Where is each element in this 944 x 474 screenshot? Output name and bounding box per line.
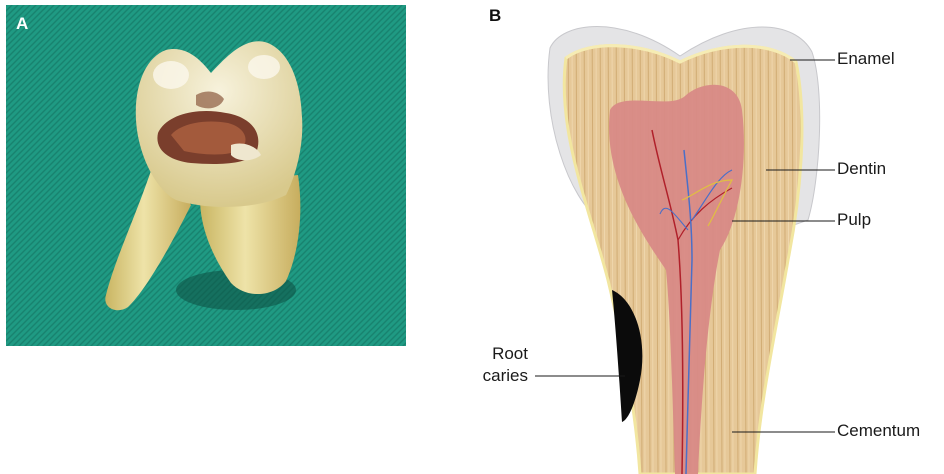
root-caries-label-line1: Root — [460, 343, 528, 365]
cementum-label: Cementum — [837, 420, 920, 442]
root-caries-label: Root caries — [460, 343, 528, 387]
panel-a-letter: A — [16, 14, 28, 34]
extracted-tooth-photo — [6, 5, 406, 346]
tooth-cross-section-diagram — [470, 0, 944, 474]
pulp-label: Pulp — [837, 209, 871, 231]
dentin-label: Dentin — [837, 158, 886, 180]
root-caries-label-line2: caries — [460, 365, 528, 387]
enamel-label: Enamel — [837, 48, 895, 70]
